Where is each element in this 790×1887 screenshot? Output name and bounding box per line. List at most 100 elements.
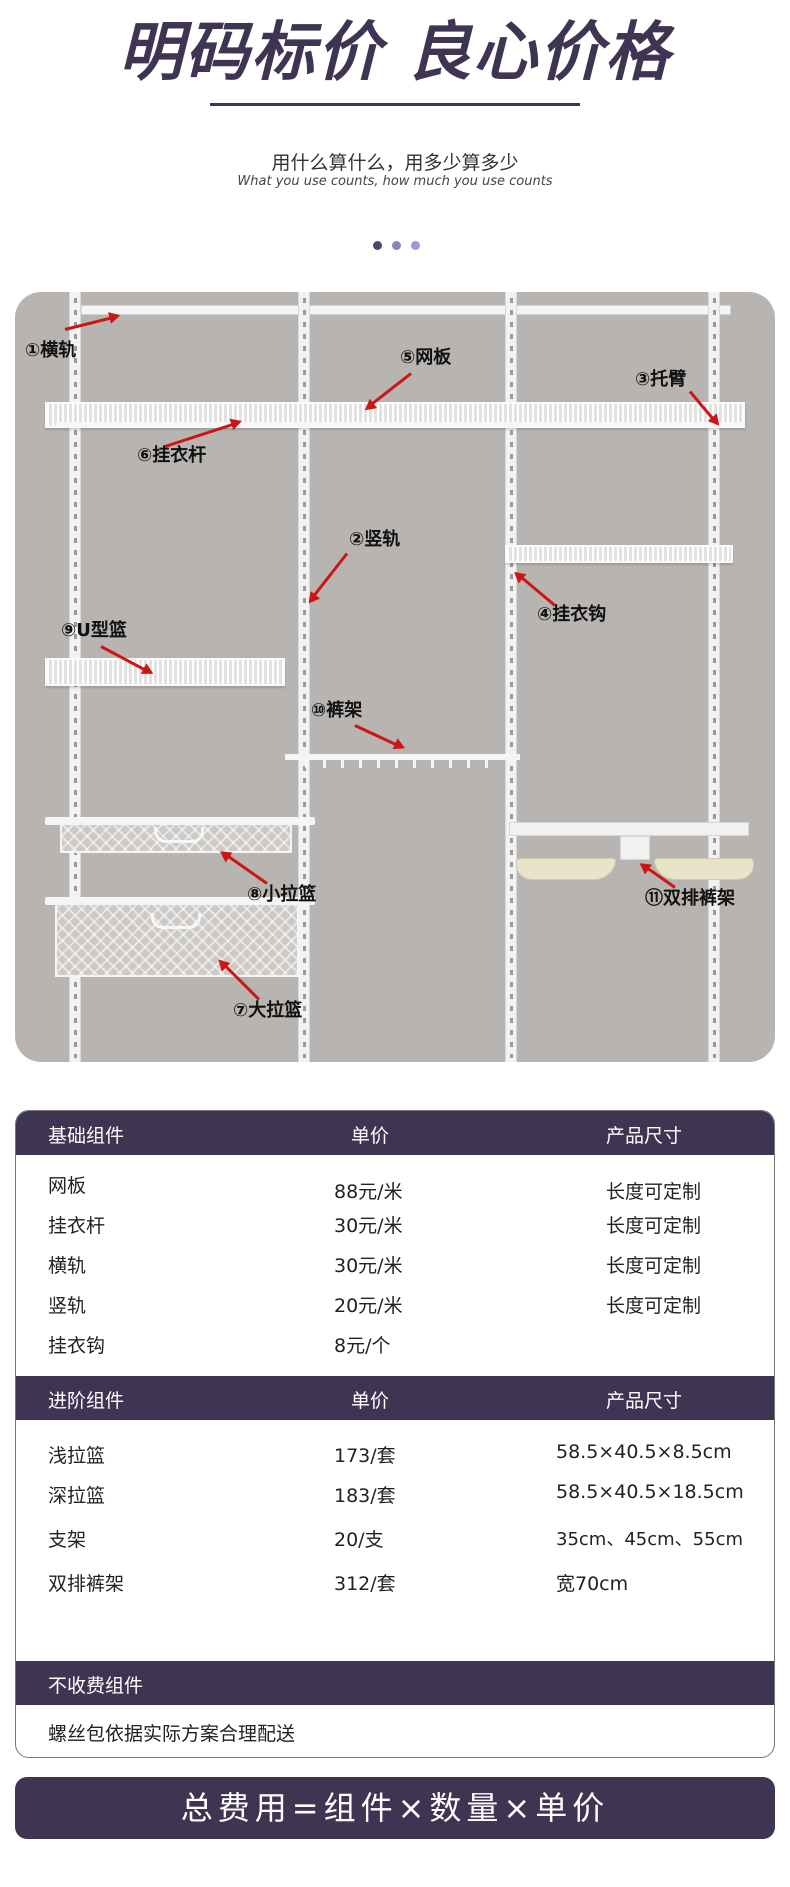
table-row: 横轨 30元/米 长度可定制 [16, 1247, 774, 1281]
row-size: 宽70cm [556, 1573, 629, 1595]
label-bracket: ③托臂 [635, 369, 687, 390]
arrow-vertical-rail [308, 552, 349, 602]
pants-rack-tooth [377, 754, 380, 768]
double-pants-rack-mount [620, 836, 650, 860]
row-size: 58.5×40.5×8.5cm [556, 1441, 732, 1463]
pants-rack-tooth [305, 754, 308, 768]
horizontal-rail [81, 305, 731, 315]
pants-rack-tooth [413, 754, 416, 768]
label-vertical-rail: ②竖轨 [349, 529, 401, 550]
large-basket-handle [151, 913, 201, 929]
pants-rack-tooth [485, 754, 488, 768]
row-name: 挂衣杆 [48, 1215, 106, 1237]
pants-rack-tooth [359, 754, 362, 768]
basic-header-price: 单价 [351, 1125, 390, 1147]
hanging-rod [55, 422, 745, 427]
vertical-rail-2 [298, 292, 310, 1062]
label-pants-rack: ⑩裤架 [311, 700, 363, 721]
free-header: 不收费组件 [16, 1661, 774, 1705]
basic-header-size: 产品尺寸 [606, 1125, 683, 1147]
pagination-dots [373, 241, 420, 250]
dot-2[interactable] [392, 241, 401, 250]
row-name: 横轨 [48, 1255, 87, 1277]
row-name: 网板 [48, 1175, 87, 1197]
pants-rack-tooth [467, 754, 470, 768]
row-name: 双排裤架 [48, 1573, 125, 1595]
row-price: 30元/米 [334, 1215, 403, 1237]
pants-rack-tooth [431, 754, 434, 768]
wardrobe-diagram: ①横轨 ⑤网板 ③托臂 ⑥挂衣杆 ②竖轨 ④挂衣钩 ⑨U型篮 ⑩裤架 ⑧小拉篮 … [15, 292, 775, 1062]
large-basket [55, 903, 299, 977]
right-hook-shelf [505, 545, 733, 563]
hero-title: 明码标价 良心价格 [118, 16, 672, 90]
arrow-small-basket [221, 851, 268, 885]
pants-rack-bar [285, 754, 520, 760]
table-row: 支架 20/支 35cm、45cm、55cm [16, 1521, 774, 1555]
large-basket-rim [45, 897, 315, 905]
row-price: 183/套 [334, 1485, 396, 1507]
table-row: 浅拉篮 173/套 58.5×40.5×8.5cm [16, 1437, 774, 1471]
hero-underline [210, 103, 580, 106]
row-size: 长度可定制 [606, 1255, 702, 1277]
row-size: 58.5×40.5×18.5cm [556, 1481, 744, 1503]
advanced-header-size: 产品尺寸 [606, 1390, 683, 1412]
free-note: 螺丝包依据实际方案合理配送 [48, 1723, 296, 1745]
row-price: 312/套 [334, 1573, 396, 1595]
pants-rack-tooth [395, 754, 398, 768]
label-horizontal-rail: ①横轨 [25, 340, 77, 361]
dot-1[interactable] [373, 241, 382, 250]
row-size: 35cm、45cm、55cm [556, 1529, 744, 1550]
pants-rack-tooth [341, 754, 344, 768]
subtitle-en: What you use counts, how much you use co… [237, 174, 553, 189]
row-price: 8元/个 [334, 1335, 391, 1357]
row-size: 长度可定制 [606, 1295, 702, 1317]
double-pants-rack-board [509, 822, 749, 836]
double-pants-rack-pad-right [653, 858, 757, 880]
small-basket-handle [154, 827, 204, 843]
table-row: 挂衣杆 30元/米 长度可定制 [16, 1207, 774, 1241]
label-hanging-rod: ⑥挂衣杆 [137, 445, 207, 466]
table-row: 双排裤架 312/套 宽70cm [16, 1565, 774, 1599]
row-size: 长度可定制 [606, 1181, 702, 1203]
basic-header-name: 基础组件 [48, 1125, 125, 1147]
table-row: 挂衣钩 8元/个 [16, 1327, 774, 1361]
double-pants-rack-pad-left [513, 858, 617, 880]
label-double-pants-rack: ⑪双排裤架 [645, 888, 735, 909]
row-price: 88元/米 [334, 1181, 403, 1203]
small-basket-rim [45, 817, 315, 825]
row-price: 20/支 [334, 1529, 384, 1551]
row-size: 长度可定制 [606, 1215, 702, 1237]
subtitle-cn: 用什么算什么，用多少算多少 [271, 152, 519, 174]
vertical-rail-3 [505, 292, 517, 1062]
advanced-header-name: 进阶组件 [48, 1390, 125, 1412]
label-hook: ④挂衣钩 [537, 604, 607, 625]
label-small-basket: ⑧小拉篮 [247, 884, 317, 905]
small-basket [60, 823, 292, 853]
pants-rack-tooth [449, 754, 452, 768]
label-u-basket: ⑨U型篮 [61, 620, 127, 641]
table-row: 深拉篮 183/套 58.5×40.5×18.5cm [16, 1477, 774, 1511]
row-name: 竖轨 [48, 1295, 87, 1317]
free-header-name: 不收费组件 [48, 1675, 144, 1697]
advanced-header-price: 单价 [351, 1390, 390, 1412]
row-name: 深拉篮 [48, 1485, 106, 1507]
pants-rack-tooth [323, 754, 326, 768]
label-mesh-shelf: ⑤网板 [400, 347, 452, 368]
row-name: 浅拉篮 [48, 1445, 106, 1467]
row-price: 30元/米 [334, 1255, 403, 1277]
row-price: 20元/米 [334, 1295, 403, 1317]
advanced-header: 进阶组件 单价 产品尺寸 [16, 1376, 774, 1420]
u-basket [45, 658, 285, 686]
dot-3[interactable] [411, 241, 420, 250]
row-price: 173/套 [334, 1445, 396, 1467]
label-large-basket: ⑦大拉篮 [233, 1000, 303, 1021]
table-row: 网板 88元/米 长度可定制 [16, 1167, 774, 1203]
cost-formula: 总费用=组件×数量×单价 [15, 1777, 775, 1839]
row-name: 支架 [48, 1529, 87, 1551]
row-name: 挂衣钩 [48, 1335, 106, 1357]
arrow-pants-rack [354, 724, 403, 749]
price-table: 基础组件 单价 产品尺寸 网板 88元/米 长度可定制 挂衣杆 30元/米 长度… [15, 1110, 775, 1758]
arrow-hook [515, 572, 556, 607]
basic-header: 基础组件 单价 产品尺寸 [16, 1111, 774, 1155]
table-row: 竖轨 20元/米 长度可定制 [16, 1287, 774, 1321]
